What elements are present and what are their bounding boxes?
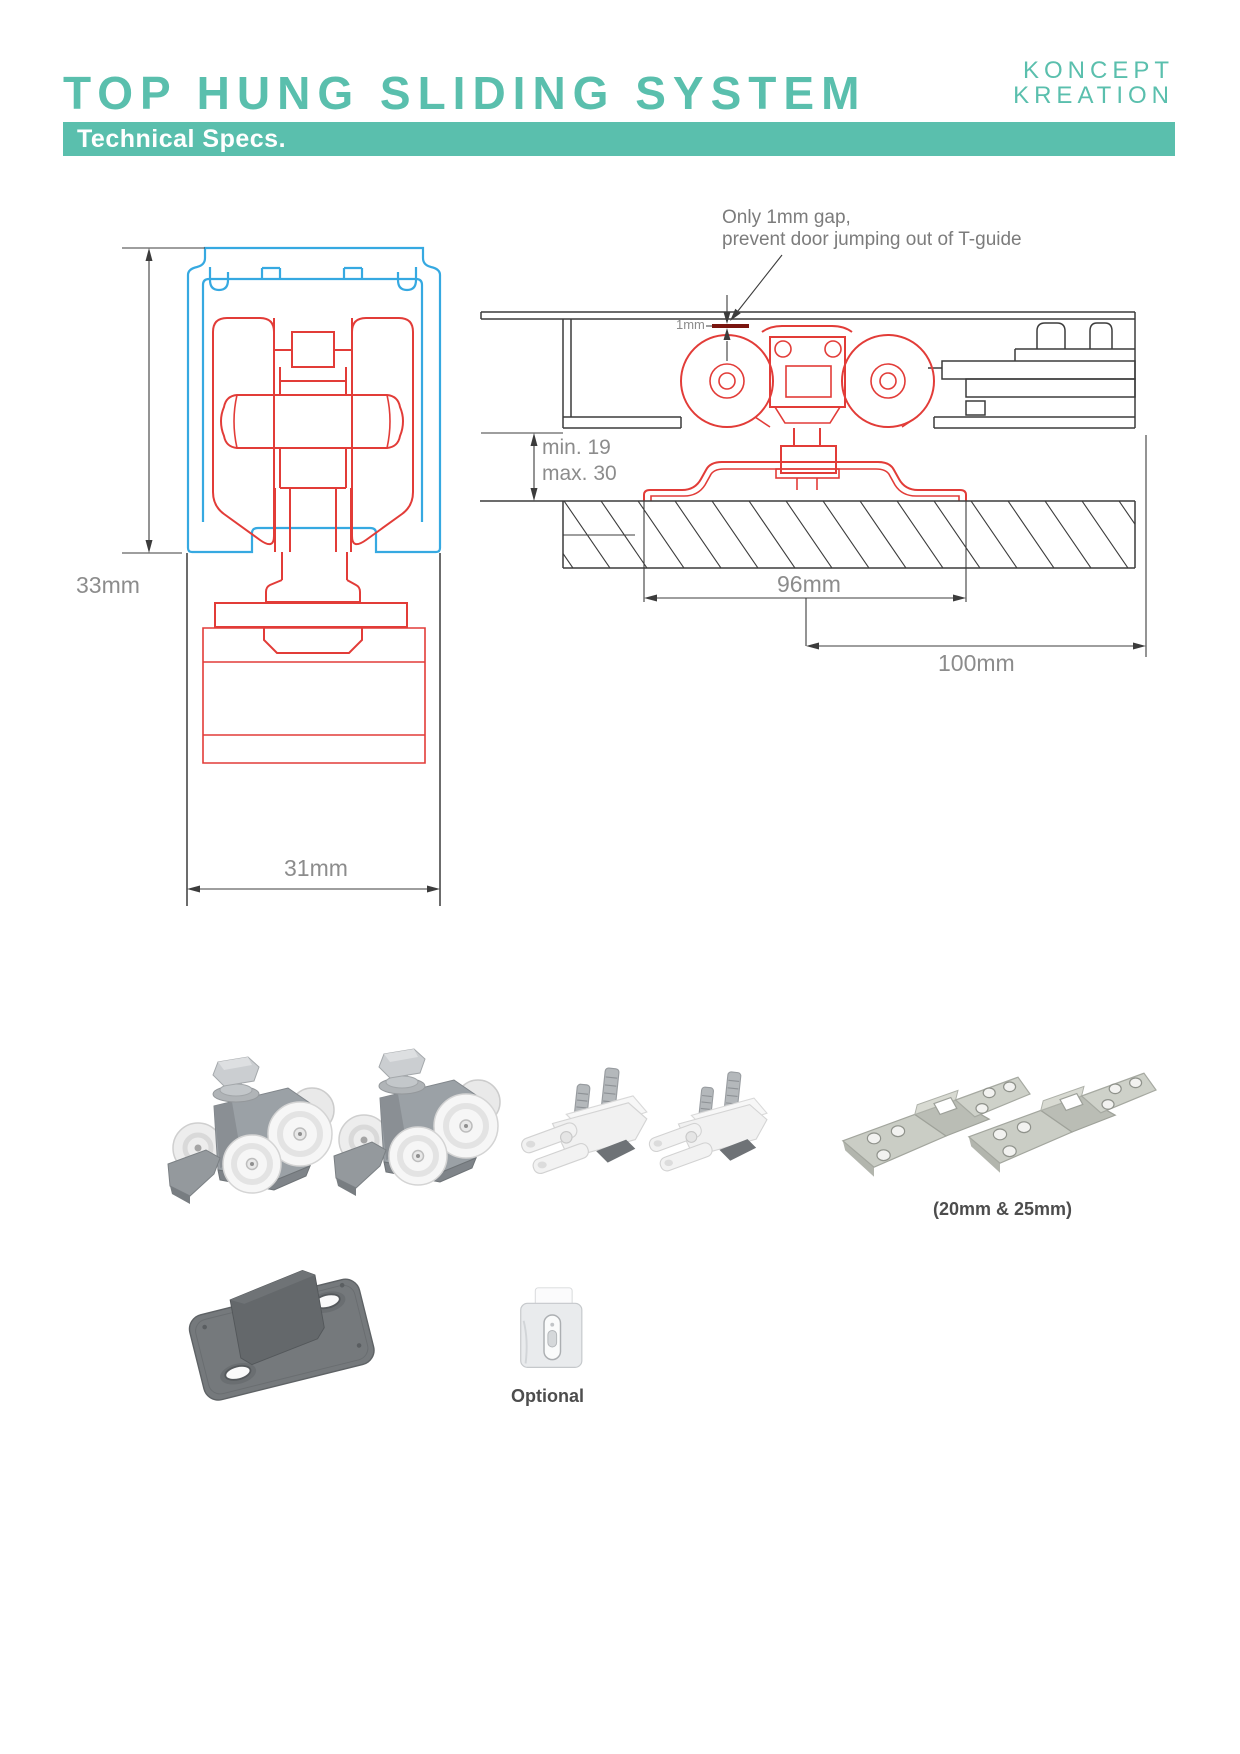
track-profile bbox=[186, 246, 442, 554]
roller-photo-2 bbox=[334, 1049, 500, 1196]
brand-line-2: KREATION bbox=[1013, 82, 1174, 109]
hanger-photo-1 bbox=[519, 1067, 648, 1176]
drop-min-label: min. 19 bbox=[542, 436, 611, 459]
side-view-diagram bbox=[480, 254, 1147, 657]
ceiling-track bbox=[480, 311, 1136, 429]
end-stop-bracket bbox=[928, 322, 1136, 416]
leader-arrow bbox=[730, 254, 783, 321]
page-title: TOP HUNG SLIDING SYSTEM bbox=[63, 67, 867, 119]
floor-guide-photo bbox=[181, 1257, 379, 1405]
dimension-96mm bbox=[643, 501, 967, 602]
dim-100mm-label: 100mm bbox=[938, 650, 1015, 676]
dimension-drop bbox=[481, 432, 563, 501]
cross-section-diagram bbox=[122, 246, 442, 906]
dimension-31mm bbox=[187, 885, 440, 893]
bracket-sizes-label: (20mm & 25mm) bbox=[933, 1199, 1073, 1219]
parts-photos bbox=[140, 1020, 1157, 1405]
dimension-33mm bbox=[122, 247, 205, 554]
drop-max-label: max. 30 bbox=[542, 462, 617, 485]
hanger-bracket bbox=[643, 428, 967, 501]
hanger-photo-2 bbox=[647, 1071, 768, 1174]
dim-31mm-label: 31mm bbox=[284, 855, 348, 881]
optional-label: Optional bbox=[511, 1386, 584, 1406]
door-section-edges bbox=[186, 553, 441, 906]
dimension-100mm bbox=[805, 435, 1147, 657]
section-banner: Technical Specs. bbox=[63, 122, 1175, 156]
gap-1mm-label: 1mm bbox=[676, 317, 705, 332]
gap-note-line1: Only 1mm gap, bbox=[722, 207, 851, 228]
door-hatched-section bbox=[480, 500, 1136, 569]
brand-line-1: KONCEPT bbox=[1022, 57, 1174, 84]
gap-note-line2: prevent door jumping out of T-guide bbox=[722, 229, 1022, 250]
optional-plate-photo bbox=[519, 1286, 583, 1369]
gap-indicator bbox=[706, 295, 749, 361]
dim-96mm-label: 96mm bbox=[777, 571, 841, 597]
roller-photo-1 bbox=[168, 1057, 334, 1204]
brand-logo: KONCEPT KREATION bbox=[1013, 58, 1174, 108]
section-banner-label: Technical Specs. bbox=[77, 125, 287, 153]
roller-cross-section bbox=[202, 317, 426, 764]
roller-side-view bbox=[680, 325, 935, 428]
dim-33mm-label: 33mm bbox=[76, 572, 140, 598]
